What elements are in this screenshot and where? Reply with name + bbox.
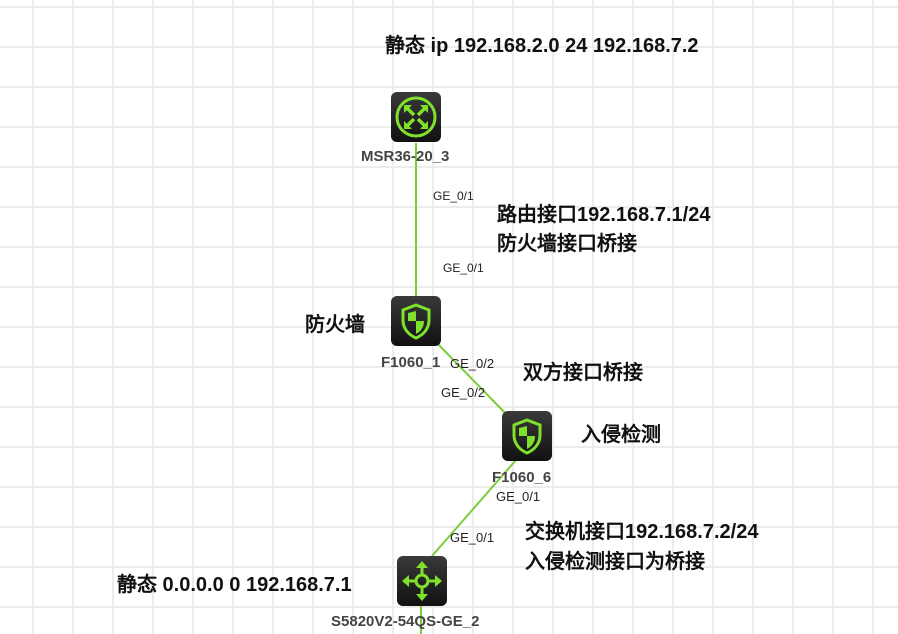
note-static-route-msr: 静态 ip 192.168.2.0 24 192.168.7.2 (385, 35, 699, 57)
note-ids-bridge: 入侵检测接口为桥接 (525, 551, 705, 573)
firewall-icon (512, 418, 542, 455)
port-label: GE_0/1 (450, 530, 495, 545)
note-ids: 入侵检测 (581, 424, 661, 446)
note-router-if: 路由接口192.168.7.1/24 (497, 204, 711, 226)
node-f1060-1[interactable] (391, 296, 441, 346)
node-s5820[interactable] (397, 556, 447, 606)
note-switch-if: 交换机接口192.168.7.2/24 (525, 521, 759, 543)
port-label: GE_0/2 (441, 385, 486, 400)
link-fw1-fw6 (435, 341, 509, 417)
port-label: GE_0/1 (443, 261, 484, 275)
node-f1060-6[interactable] (502, 411, 552, 461)
port-label: GE_0/1 (433, 189, 474, 203)
note-static-route-sw: 静态 0.0.0.0 0 192.168.7.1 (117, 574, 352, 596)
node-label: F1060_1 (381, 354, 441, 371)
port-label: GE_0/1 (496, 489, 541, 504)
node-msr36[interactable] (391, 92, 441, 142)
switch-icon (402, 561, 442, 601)
port-label: GE_0/2 (450, 356, 495, 371)
node-label: F1060_6 (492, 469, 552, 486)
node-label: S5820V2-54QS-GE_2 (331, 613, 480, 630)
router-icon (395, 96, 437, 138)
note-both-bridge: 双方接口桥接 (523, 362, 643, 384)
firewall-icon (401, 303, 431, 340)
note-firewall: 防火墙 (305, 314, 365, 336)
link-fw6-sw (431, 459, 517, 557)
node-label: MSR36-20_3 (361, 148, 450, 165)
note-fw-bridge: 防火墙接口桥接 (497, 233, 637, 255)
